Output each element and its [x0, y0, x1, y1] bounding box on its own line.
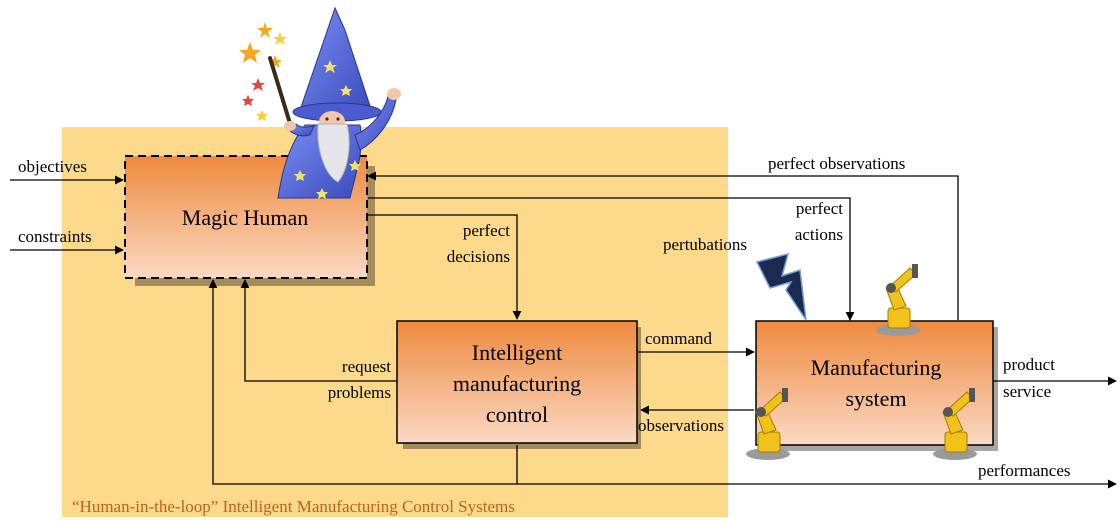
label-perfect-decisions-1: perfect — [463, 221, 510, 240]
control-title-line3: control — [486, 402, 548, 427]
label-command: command — [645, 329, 713, 348]
arrow-perfect-actions — [368, 197, 855, 321]
wizard-icon — [239, 6, 401, 199]
label-perfect-actions-1: perfect — [796, 199, 843, 218]
robot-arm-icon — [876, 264, 920, 336]
label-observations: observations — [638, 416, 724, 435]
manufacturing-title-line1: Manufacturing — [811, 355, 942, 380]
control-box: Intelligent manufacturing control — [396, 320, 641, 449]
label-perfect-observations: perfect observations — [768, 154, 905, 173]
label-constraints: constraints — [18, 227, 92, 246]
label-pertubations: pertubations — [663, 235, 747, 254]
arrow-request-problems — [240, 279, 397, 382]
control-title-line1: Intelligent — [472, 340, 562, 365]
flow-labels: objectives constraints perfect observati… — [18, 154, 1071, 480]
label-objectives: objectives — [18, 157, 87, 176]
label-perfect-actions-2: actions — [795, 225, 843, 244]
label-performances: performances — [978, 461, 1071, 480]
control-title-line2: manufacturing — [453, 371, 581, 396]
robot-arm-icon — [933, 388, 977, 460]
magic-human-title: Magic Human — [182, 205, 308, 230]
label-perfect-decisions-2: decisions — [447, 247, 510, 266]
manufacturing-title-line2: system — [845, 386, 906, 411]
label-product: product — [1003, 355, 1055, 374]
arrow-perfect-observations — [367, 171, 959, 320]
label-service: service — [1003, 382, 1051, 401]
label-request: request — [342, 357, 391, 376]
region-label: “Human-in-the-loop” Intelligent Manufact… — [72, 497, 515, 516]
lightning-icon — [755, 252, 807, 321]
connectors — [10, 171, 1117, 489]
arrow-performance-feedback — [208, 279, 517, 485]
label-problems: problems — [328, 383, 391, 402]
arrow-perfect-decisions — [368, 214, 522, 320]
robot-arm-icon — [746, 388, 790, 460]
